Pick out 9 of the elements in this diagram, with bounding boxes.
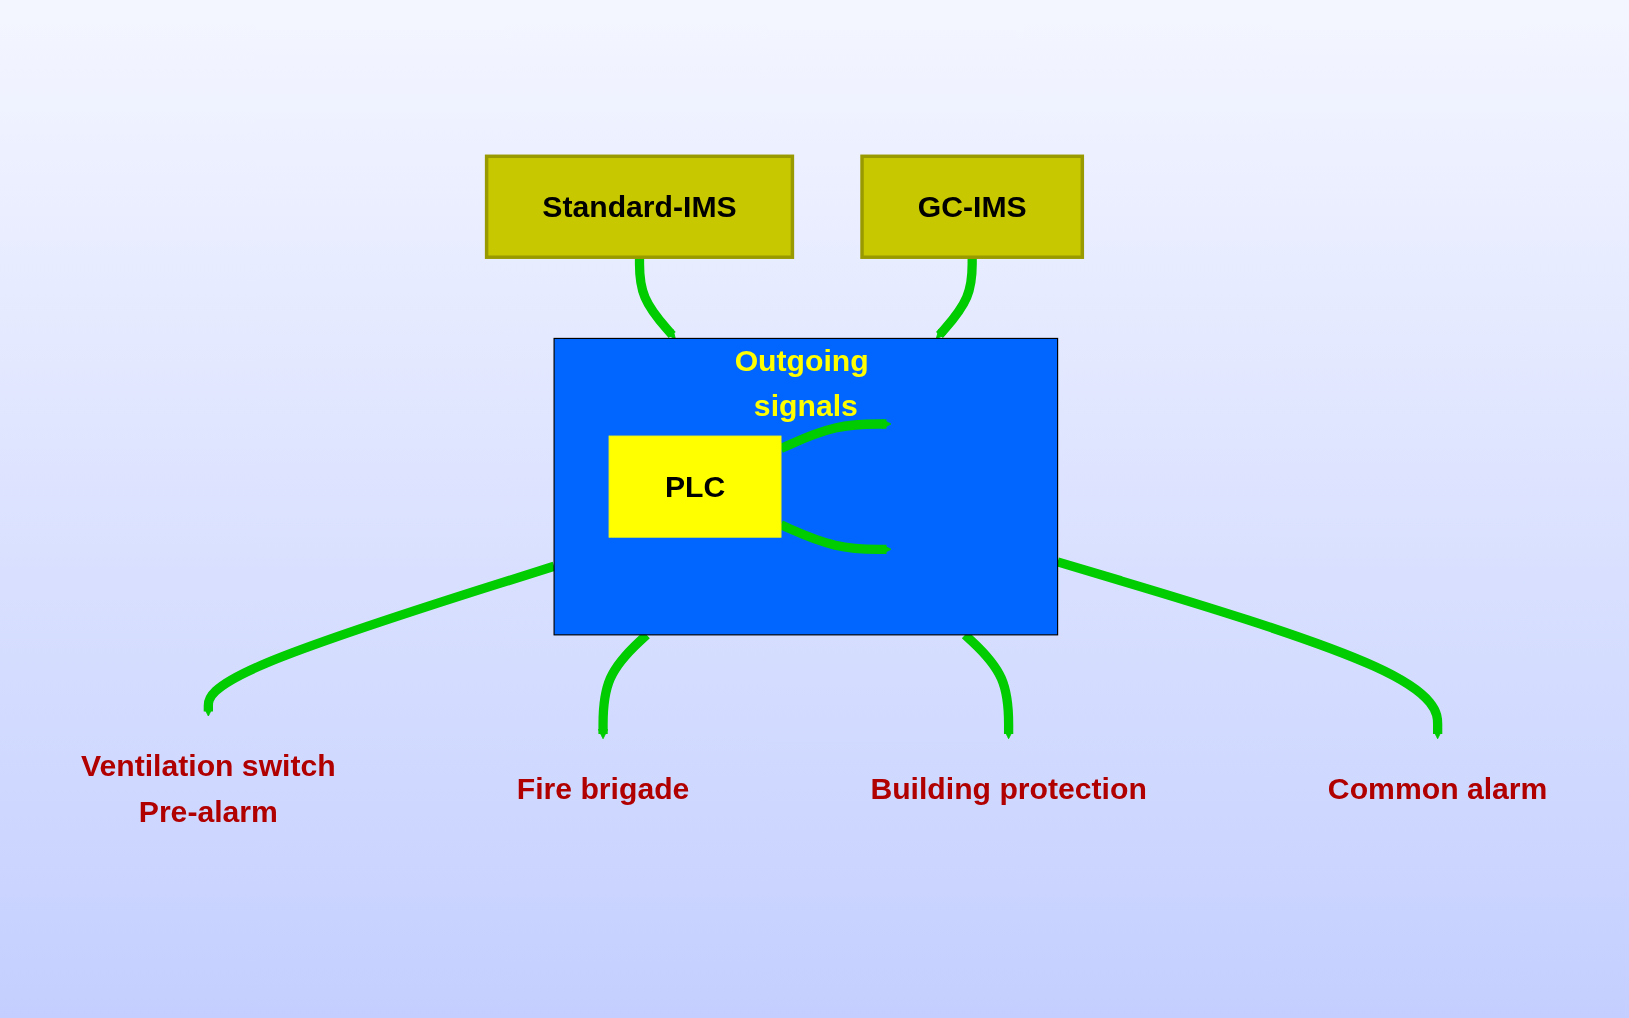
- node-text: Building protection: [870, 770, 1148, 806]
- node-text: Fire brigade: [517, 770, 690, 806]
- arrow: [635, 256, 677, 339]
- node-text: Ventilation switch Pre-alarm: [81, 748, 337, 829]
- node-box: Standard-IMS: [485, 154, 795, 259]
- node-box: PLC: [608, 435, 782, 538]
- node-box: GC-IMS: [860, 154, 1085, 259]
- arrow: [936, 256, 978, 339]
- node-text: Common alarm: [1328, 770, 1548, 806]
